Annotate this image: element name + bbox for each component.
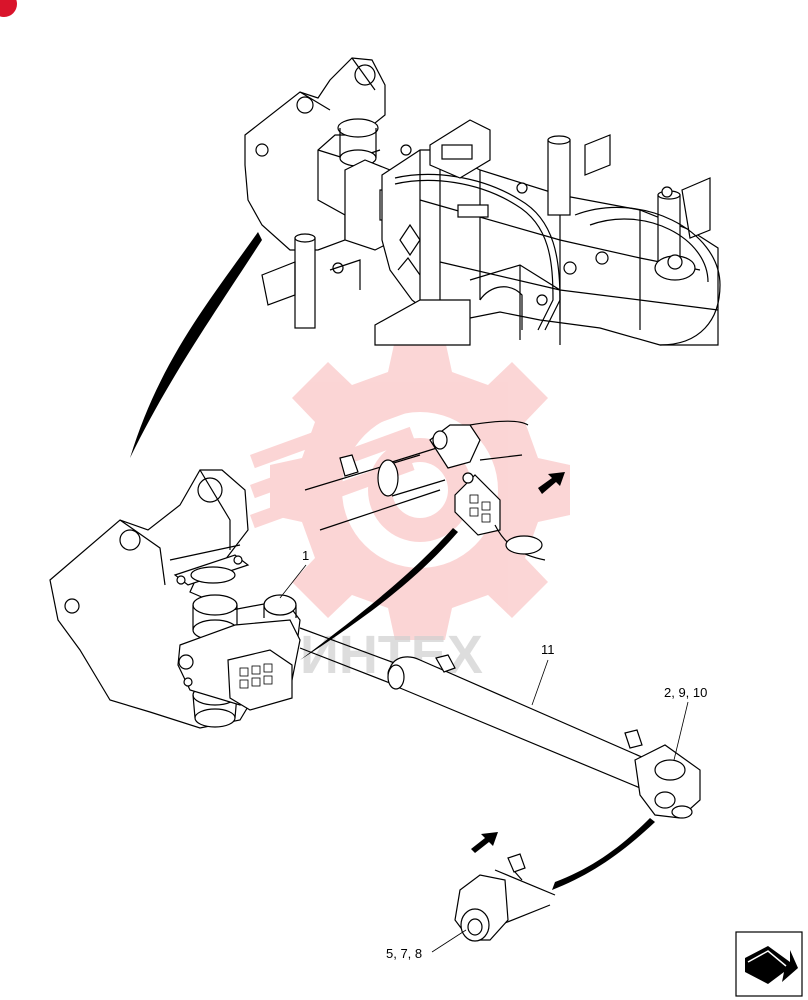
callout-1: 1 — [279, 548, 309, 599]
callout-5-7-8: 5, 7, 8 — [386, 929, 467, 961]
main-assembly — [49, 469, 701, 819]
corner-badge-icon — [0, 0, 17, 17]
callout-label: 11 — [541, 642, 555, 657]
callout-label: 1 — [302, 548, 309, 563]
frame-overview — [244, 57, 721, 346]
callout-2-9-10: 2, 9, 10 — [664, 685, 707, 761]
direction-arrow-icon — [538, 472, 565, 494]
callout-label: 5, 7, 8 — [386, 946, 422, 961]
detail-cylinder-end — [454, 853, 556, 942]
leader-curve-low — [552, 818, 655, 890]
next-page-arrow-icon[interactable] — [735, 931, 803, 997]
leader-curve-mid — [300, 528, 458, 660]
detail-cylinder-mount — [304, 420, 546, 561]
callout-label: 2, 9, 10 — [664, 685, 707, 700]
callout-11: 11 — [531, 642, 555, 706]
direction-arrow-icon — [471, 832, 498, 853]
leader-curve-top — [130, 232, 262, 458]
